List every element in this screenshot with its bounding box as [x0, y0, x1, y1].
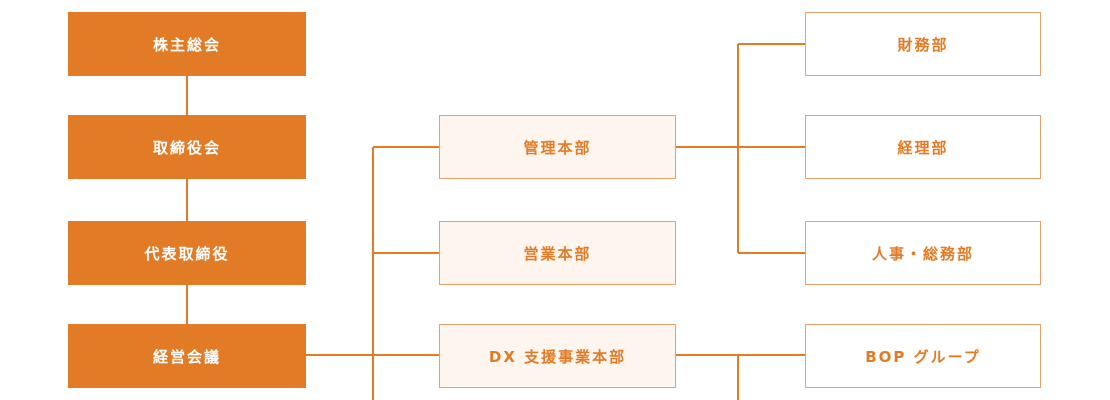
- node-bop-group: BOP グループ: [805, 324, 1041, 388]
- node-label: 人事・総務部: [871, 244, 974, 263]
- node-label: 取締役会: [152, 138, 221, 157]
- node-label: 経営会議: [152, 347, 221, 366]
- node-dx-support-division: DX 支援事業本部: [439, 324, 676, 388]
- node-shareholders-meeting: 株主総会: [68, 12, 306, 76]
- node-label: 経理部: [897, 138, 949, 157]
- node-sales-division: 営業本部: [439, 221, 676, 285]
- node-accounting-department: 経理部: [805, 115, 1041, 179]
- node-label: 財務部: [897, 35, 949, 54]
- node-label: 管理本部: [523, 138, 592, 157]
- node-representative-director: 代表取締役: [68, 221, 306, 285]
- node-board-of-directors: 取締役会: [68, 115, 306, 179]
- node-label: 株主総会: [152, 35, 221, 54]
- node-management-meeting: 経営会議: [68, 324, 306, 388]
- node-label: BOP グループ: [865, 347, 981, 366]
- node-finance-department: 財務部: [805, 12, 1041, 76]
- node-label: 営業本部: [523, 244, 592, 263]
- node-administration-division: 管理本部: [439, 115, 676, 179]
- node-label: 代表取締役: [144, 244, 230, 263]
- node-label: DX 支援事業本部: [488, 347, 627, 366]
- node-hr-general-affairs-department: 人事・総務部: [805, 221, 1041, 285]
